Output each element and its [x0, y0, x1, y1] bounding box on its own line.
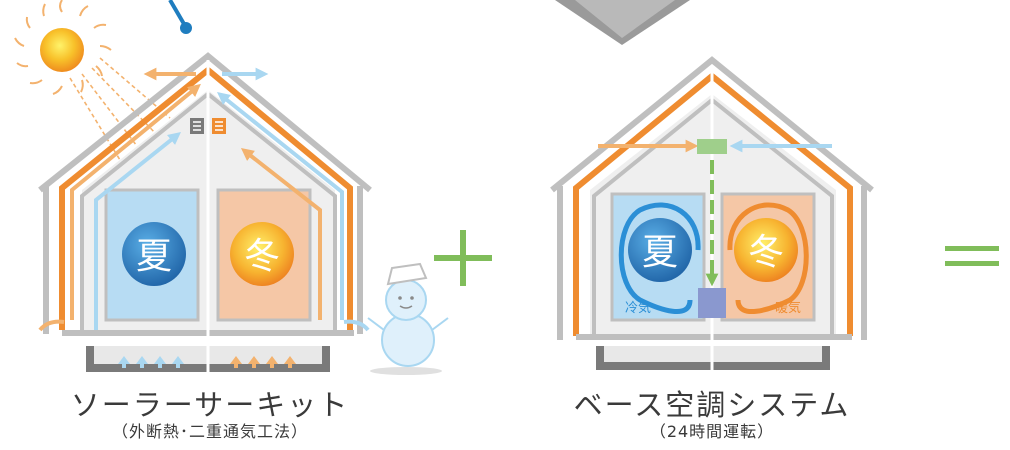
snowman-icon: [367, 262, 449, 375]
winter-airflow-arrows: [217, 67, 370, 332]
left-house-title: ソーラーサーキット: [70, 388, 350, 422]
summer-label: 夏: [136, 236, 172, 277]
cool-air-swirl: [618, 202, 701, 315]
summer-airflow-arrows: [38, 67, 201, 332]
base-air-conditioning-house: 夏 冬 冷気 暖気: [550, 56, 874, 378]
plus-operator: [434, 230, 492, 286]
right-house-subtitle: （24時間運転）: [649, 422, 775, 441]
floor-up-arrows: [118, 356, 296, 368]
summer-badge: [628, 218, 692, 282]
sun-icon: [14, 0, 171, 161]
solar-circuit-house: 夏 冬: [38, 52, 372, 378]
right-house-caption: ベース空調システム （24時間運転）: [562, 388, 862, 442]
summer-badge: [122, 222, 186, 286]
ventilation-unit-icon: [697, 139, 727, 154]
winter-badge: [734, 218, 798, 282]
cool-air-label: 冷気: [625, 300, 651, 316]
ceiling-fan-icon: [168, 0, 192, 34]
concrete-block-icon: [555, 0, 690, 45]
winter-label: 冬: [748, 232, 784, 273]
winter-badge: [230, 222, 294, 286]
equals-operator: [945, 246, 999, 266]
summer-label: 夏: [642, 232, 678, 273]
warm-air-label: 暖気: [775, 300, 801, 316]
roof-vent-icon: [190, 118, 226, 134]
right-house-title: ベース空調システム: [573, 388, 851, 422]
left-house-subtitle: （外断熱･二重通気工法）: [111, 422, 308, 441]
winter-label: 冬: [244, 236, 280, 277]
warm-air-swirl: [727, 202, 809, 315]
air-conditioner-unit-icon: [698, 288, 726, 318]
left-house-caption: ソーラーサーキット （外断熱･二重通気工法）: [60, 388, 360, 442]
